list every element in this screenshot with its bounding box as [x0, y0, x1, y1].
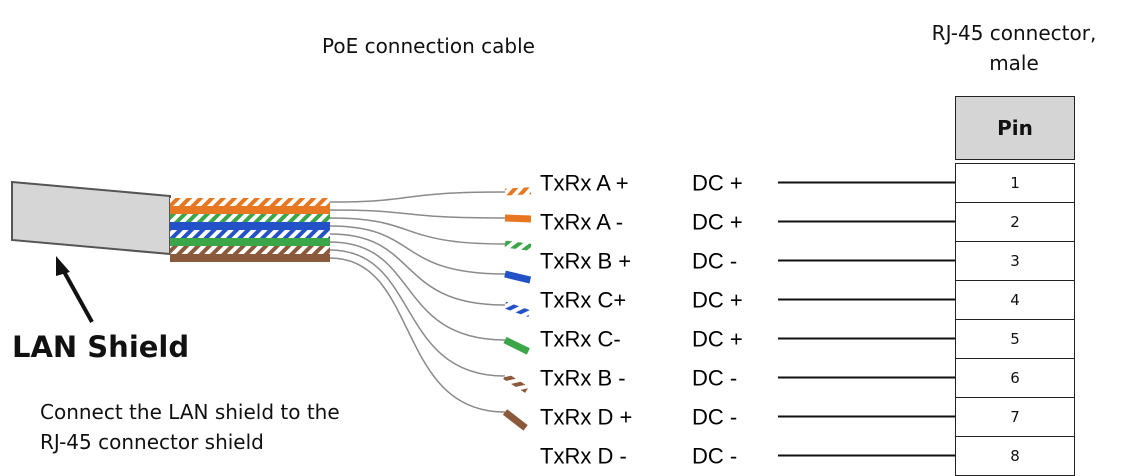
pin-cell: 5 [956, 320, 1074, 359]
shield-arrow [56, 256, 94, 323]
wire-layer: TxRx A + DC + TxRx A - DC + TxRx B + DC - TxRx… [329, 171, 955, 469]
signal-label: TxRx B - [540, 366, 626, 391]
wire-end [503, 373, 529, 393]
wire-lead [329, 257, 506, 413]
wire-lead [329, 233, 506, 306]
shield-note: Connect the LAN shield to the RJ-45 conn… [40, 397, 340, 457]
wire-end [504, 240, 532, 251]
pin-cell: 4 [956, 281, 1074, 320]
pin-cell: 2 [956, 203, 1074, 242]
wire-lead [329, 209, 506, 219]
shield-note-line1: Connect the LAN shield to the [40, 400, 340, 424]
wire-end [502, 409, 528, 431]
signal-label: TxRx D + [540, 405, 632, 430]
cable-jacket [11, 180, 171, 256]
wire-end [503, 336, 530, 355]
connector-title: RJ-45 connector, male [900, 18, 1125, 78]
pin-cell: 6 [956, 359, 1074, 398]
wire-lead [329, 241, 506, 341]
power-label: DC - [692, 249, 737, 274]
pin-table: 1 2 3 4 5 6 7 8 [955, 163, 1075, 476]
power-label: DC + [692, 210, 743, 235]
pin-cell: 8 [1010, 447, 1020, 465]
wire-end [504, 187, 532, 196]
twisted-pairs [170, 198, 330, 262]
wire-end [503, 301, 531, 317]
wire-end [504, 270, 532, 284]
signal-label: TxRx C- [540, 327, 621, 352]
power-label: DC - [692, 405, 737, 430]
pin-cell: 1 [956, 164, 1074, 203]
signal-label: TxRx A + [540, 171, 629, 196]
wire-lead [329, 225, 506, 275]
power-label: DC + [692, 288, 743, 313]
power-label: DC - [692, 366, 737, 391]
diagram-title: PoE connection cable [322, 34, 535, 58]
signal-label: TxRx A - [540, 210, 623, 235]
pin-cell: 7 [956, 398, 1074, 437]
power-label: DC - [692, 444, 737, 469]
pin-header: Pin [955, 96, 1075, 160]
signal-label: TxRx D - [540, 444, 627, 469]
wire-lead [329, 191, 506, 203]
connector-title-line1: RJ-45 connector, [931, 21, 1097, 45]
wire-lead [329, 249, 506, 377]
signal-label: TxRx B + [540, 249, 631, 274]
connector-title-line2: male [989, 51, 1039, 75]
wire-lead [329, 217, 506, 245]
lan-shield-label: LAN Shield [12, 330, 190, 364]
power-label: DC + [692, 327, 743, 352]
shield-note-line2: RJ-45 connector shield [40, 430, 264, 454]
power-label: DC + [692, 171, 743, 196]
wire-end [504, 214, 532, 223]
signal-label: TxRx C+ [540, 288, 626, 313]
pin-cell: 3 [956, 242, 1074, 281]
